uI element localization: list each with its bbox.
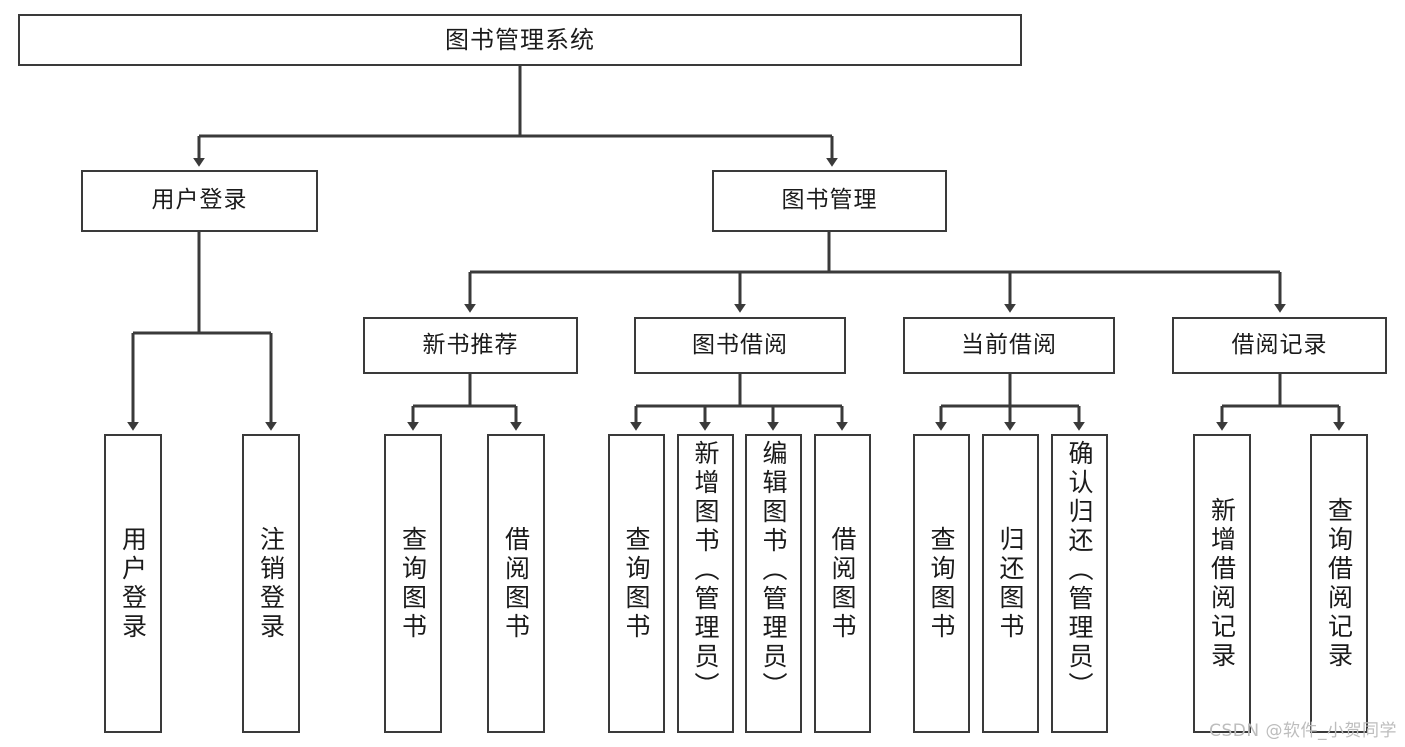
node-book-management[interactable]: 图书管理 — [712, 170, 947, 232]
leaf-borrow-record-query[interactable]: 查询借阅记录 — [1310, 434, 1368, 733]
watermark-text: CSDN @软件_小贺同学 — [1209, 721, 1397, 741]
leaf-current-borrow-query[interactable]: 查询图书 — [913, 434, 970, 733]
node-book-borrow[interactable]: 图书借阅 — [634, 317, 846, 374]
node-label: 编辑图书（管理员） — [759, 440, 788, 701]
node-label: 新增借阅记录 — [1207, 496, 1237, 671]
node-label: 确认归还（管理员） — [1065, 440, 1094, 701]
leaf-book-borrow-add[interactable]: 新增图书（管理员） — [677, 434, 734, 733]
node-label: 用户登录 — [151, 187, 248, 214]
node-label: 图书管理系统 — [445, 25, 595, 54]
node-label: 借阅图书 — [828, 525, 857, 642]
node-label: 新增图书（管理员） — [691, 440, 720, 701]
node-label: 用户登录 — [118, 525, 148, 642]
node-borrow-record[interactable]: 借阅记录 — [1172, 317, 1387, 374]
node-label: 查询图书 — [927, 525, 956, 642]
node-label: 借阅记录 — [1231, 331, 1328, 358]
node-label: 注销登录 — [256, 525, 286, 642]
leaf-current-borrow-return[interactable]: 归还图书 — [982, 434, 1039, 733]
node-root-system[interactable]: 图书管理系统 — [18, 14, 1022, 66]
node-label: 查询图书 — [398, 525, 428, 642]
leaf-book-borrow-borrow[interactable]: 借阅图书 — [814, 434, 871, 733]
node-new-book-recommend[interactable]: 新书推荐 — [363, 317, 578, 374]
leaf-new-book-borrow[interactable]: 借阅图书 — [487, 434, 545, 733]
leaf-book-borrow-query[interactable]: 查询图书 — [608, 434, 665, 733]
node-label: 借阅图书 — [501, 525, 531, 642]
node-user-login[interactable]: 用户登录 — [81, 170, 318, 232]
node-label: 查询图书 — [622, 525, 651, 642]
leaf-new-book-query[interactable]: 查询图书 — [384, 434, 442, 733]
node-label: 查询借阅记录 — [1324, 496, 1354, 671]
leaf-user-login-logout[interactable]: 注销登录 — [242, 434, 300, 733]
leaf-user-login-login[interactable]: 用户登录 — [104, 434, 162, 733]
node-label: 当前借阅 — [961, 331, 1057, 358]
node-label: 图书借阅 — [692, 331, 788, 358]
leaf-current-borrow-confirm[interactable]: 确认归还（管理员） — [1051, 434, 1108, 733]
node-label: 归还图书 — [996, 525, 1025, 642]
node-label: 新书推荐 — [422, 331, 519, 358]
node-current-borrow[interactable]: 当前借阅 — [903, 317, 1115, 374]
node-label: 图书管理 — [781, 187, 878, 214]
leaf-borrow-record-add[interactable]: 新增借阅记录 — [1193, 434, 1251, 733]
leaf-book-borrow-edit[interactable]: 编辑图书（管理员） — [745, 434, 802, 733]
